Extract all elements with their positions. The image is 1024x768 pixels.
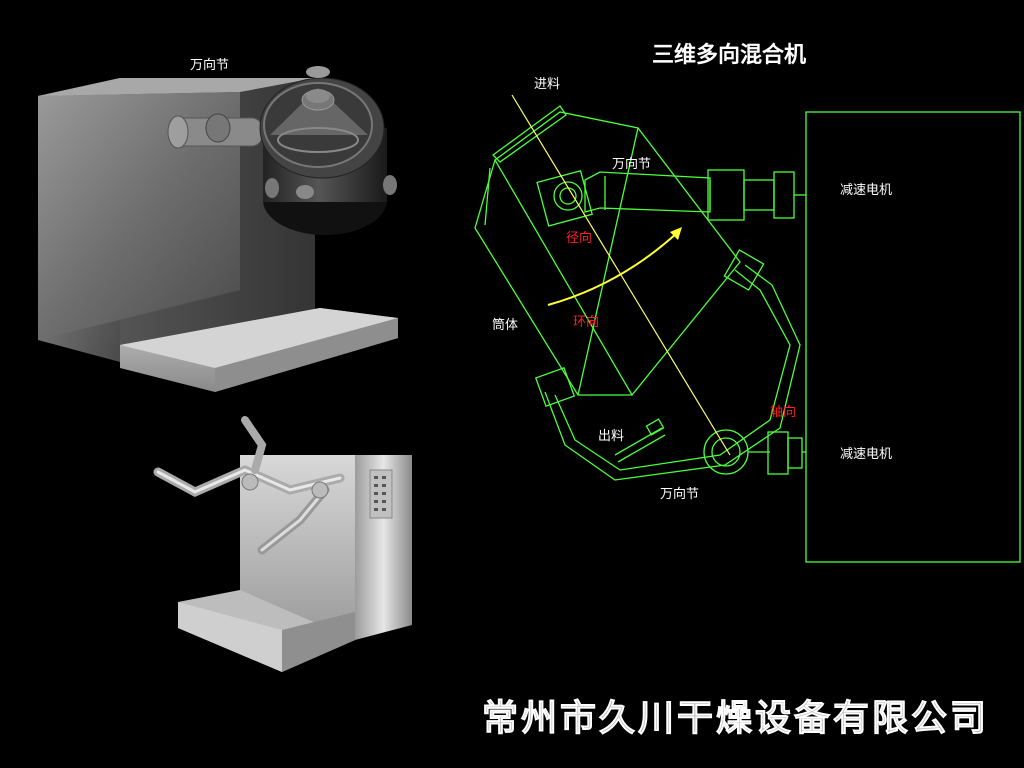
photo-label-universal-joint: 万向节	[190, 57, 229, 73]
machine-photo	[153, 416, 412, 672]
company-name: 常州市久川干燥设备有限公司	[482, 698, 989, 739]
label-joint-bottom: 万向节	[660, 486, 699, 502]
label-axial: 轴向	[770, 404, 796, 420]
label-inlet: 进料	[534, 77, 560, 92]
label-outlet: 出料	[598, 429, 624, 444]
label-motor-bottom: 减速电机	[840, 447, 892, 462]
label-radial: 径向	[566, 230, 592, 246]
diagram-title: 三维多向混合机	[652, 42, 806, 68]
label-circumferential: 环向	[573, 314, 599, 330]
arrow-head	[670, 227, 682, 240]
label-motor-top: 减速电机	[840, 183, 892, 198]
label-joint-top: 万向节	[612, 156, 651, 172]
machine-render-3d	[38, 66, 398, 392]
label-barrel: 筒体	[492, 317, 518, 333]
rotation-arrow	[547, 231, 679, 306]
schematic-drawing	[474, 105, 1021, 563]
